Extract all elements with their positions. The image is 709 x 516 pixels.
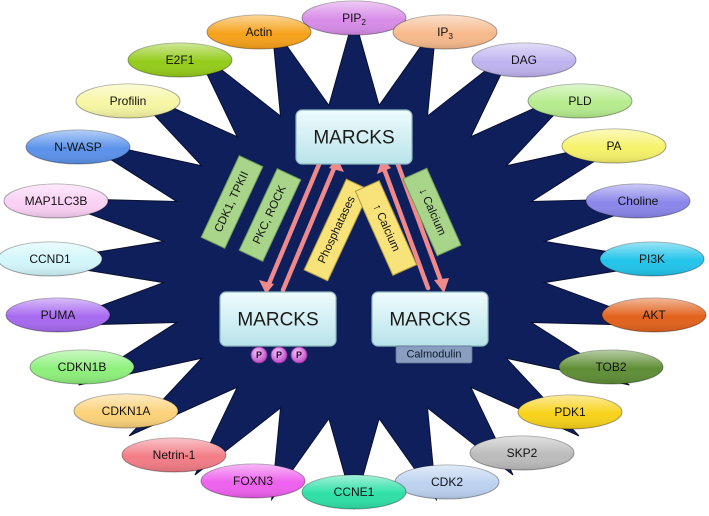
partner-label-akt: AKT: [642, 308, 666, 322]
partner-label-ccne1: CCNE1: [334, 485, 375, 499]
partner-label-n-wasp: N-WASP: [54, 140, 102, 154]
marcks-top-label: MARCKS: [313, 128, 394, 149]
partner-label-choline: Choline: [618, 194, 659, 208]
partner-oval-pdk1: PDK1: [517, 394, 623, 430]
calmodulin-label: Calmodulin: [406, 349, 461, 361]
partner-label-ip3: IP3: [437, 25, 453, 41]
partner-oval-akt: AKT: [601, 297, 707, 333]
partner-label-map1lc3b: MAP1LC3B: [25, 194, 88, 208]
partner-label-pip2: PIP2: [342, 11, 366, 27]
partner-oval-actin: Actin: [206, 14, 312, 50]
partner-label-e2f1: E2F1: [166, 53, 195, 67]
partner-oval-profilin: Profilin: [75, 83, 181, 119]
marcks-box-phosphorylated: MARCKS: [219, 291, 337, 347]
partner-oval-pip2: PIP2: [301, 0, 407, 36]
partner-label-puma: PUMA: [41, 308, 76, 322]
partner-label-ccnd1: CCND1: [29, 252, 71, 266]
partner-label-tob2: TOB2: [595, 360, 626, 374]
partner-label-pa: PA: [606, 139, 621, 153]
partner-oval-e2f1: E2F1: [127, 42, 233, 78]
partner-label-cdkn1a: CDKN1A: [102, 404, 151, 418]
partner-oval-ccnd1: CCND1: [0, 241, 103, 277]
partner-oval-ccne1: CCNE1: [301, 474, 407, 510]
marcks-box-top: MARCKS: [295, 109, 413, 165]
partner-label-pi3k: PI3K: [639, 252, 665, 266]
partner-oval-puma: PUMA: [5, 297, 111, 333]
partner-oval-tob2: TOB2: [558, 349, 664, 385]
phospho-marker-3: P: [290, 346, 308, 364]
partner-oval-cdk2: CDK2: [394, 464, 500, 500]
partner-oval-foxn3: FOXN3: [200, 463, 306, 499]
marcks-left-label: MARCKS: [237, 310, 318, 331]
partner-oval-netrin-1: Netrin-1: [121, 437, 227, 473]
partner-label-pld: PLD: [568, 94, 592, 108]
marcks-box-calmodulin-bound: MARCKS: [371, 291, 489, 347]
partner-oval-ip3: IP3: [392, 14, 498, 50]
partner-label-cdk2: CDK2: [431, 475, 463, 489]
partner-label-netrin-1: Netrin-1: [153, 448, 196, 462]
partner-label-dag: DAG: [511, 53, 537, 67]
partner-oval-n-wasp: N-WASP: [25, 129, 131, 165]
partner-oval-choline: Choline: [585, 183, 691, 219]
marcks-right-label: MARCKS: [389, 310, 470, 331]
partner-label-skp2: SKP2: [507, 446, 538, 460]
svg-text:P: P: [256, 350, 262, 360]
partner-label-cdkn1b: CDKN1B: [58, 360, 107, 374]
calmodulin-box: Calmodulin: [395, 345, 473, 364]
partner-label-foxn3: FOXN3: [233, 474, 273, 488]
arrow-top-to-left: [259, 158, 344, 294]
phospho-marker-1: P: [250, 346, 268, 364]
svg-text:P: P: [276, 350, 282, 360]
partner-label-actin: Actin: [246, 25, 273, 39]
partner-label-profilin: Profilin: [110, 94, 147, 108]
partner-oval-pi3k: PI3K: [599, 241, 705, 277]
partner-oval-cdkn1a: CDKN1A: [73, 393, 179, 429]
phospho-marker-2: P: [270, 346, 288, 364]
partner-label-pdk1: PDK1: [554, 405, 586, 419]
partner-oval-pld: PLD: [527, 83, 633, 119]
partner-oval-cdkn1b: CDKN1B: [29, 349, 135, 385]
svg-text:P: P: [296, 350, 302, 360]
partner-oval-pa: PA: [561, 128, 667, 164]
partner-oval-skp2: SKP2: [469, 435, 575, 471]
partner-oval-dag: DAG: [471, 42, 577, 78]
partner-oval-map1lc3b: MAP1LC3B: [3, 183, 109, 219]
